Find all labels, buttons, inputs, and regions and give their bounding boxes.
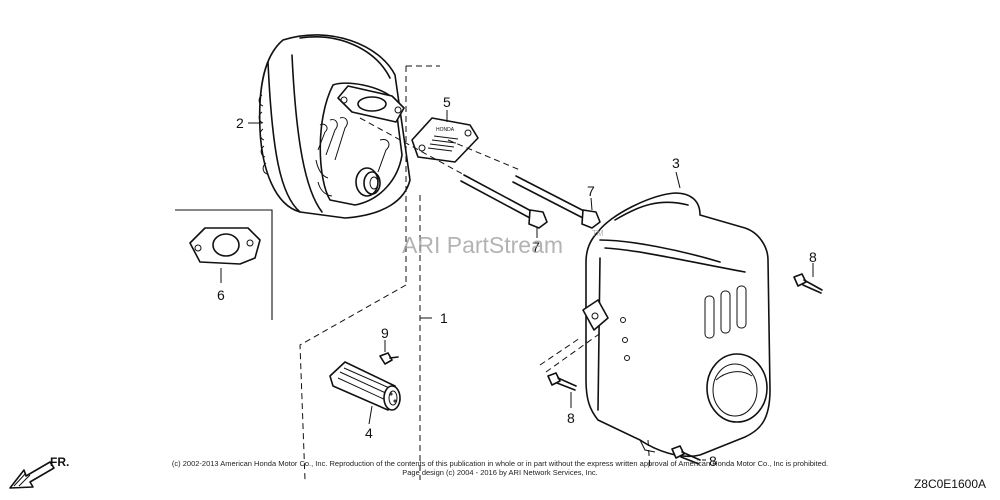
exhaust-gasket <box>175 209 273 320</box>
callout-5: 5 <box>443 94 451 110</box>
muffler-protector <box>582 192 771 458</box>
flange-bolt-bottom <box>671 445 701 465</box>
callout-4: 4 <box>365 425 373 441</box>
arrester-screw <box>379 352 399 365</box>
front-direction-arrow: FR. <box>9 455 69 489</box>
honda-stamp: HONDA <box>436 127 455 133</box>
callout-2: 2 <box>236 115 244 131</box>
callout-8-bottom: 8 <box>709 453 717 469</box>
watermark: ARI PartStream <box>402 232 563 258</box>
flange-bolt-lower <box>547 372 577 391</box>
callout-6: 6 <box>217 287 225 303</box>
spark-arrester <box>329 361 401 411</box>
flange-bolt-right <box>793 273 823 294</box>
callout-3: 3 <box>672 155 680 171</box>
copyright-line-1: (c) 2002-2013 American Honda Motor Co., … <box>171 459 829 468</box>
copyright-line-2: Page design (c) 2004 - 2016 by ARI Netwo… <box>402 468 598 477</box>
muffler-bolt-upper <box>512 175 601 229</box>
callout-1: 1 <box>440 310 448 326</box>
fr-label: FR. <box>50 455 69 469</box>
protector-plate: HONDA <box>411 117 479 163</box>
callout-7-upper: 7 <box>587 183 595 199</box>
muffler-bolt-lower <box>460 174 548 229</box>
watermark-trademark: TM <box>592 229 604 238</box>
callout-8-right: 8 <box>809 249 817 265</box>
callout-8-lower: 8 <box>567 410 575 426</box>
assembly-bracket <box>299 65 651 481</box>
diagram-code: Z8C0E1600A <box>913 477 986 491</box>
muffler-body <box>258 34 411 219</box>
callout-9: 9 <box>381 325 389 341</box>
callout-7-lower: 7 <box>532 239 540 255</box>
leader-lines <box>220 110 814 461</box>
